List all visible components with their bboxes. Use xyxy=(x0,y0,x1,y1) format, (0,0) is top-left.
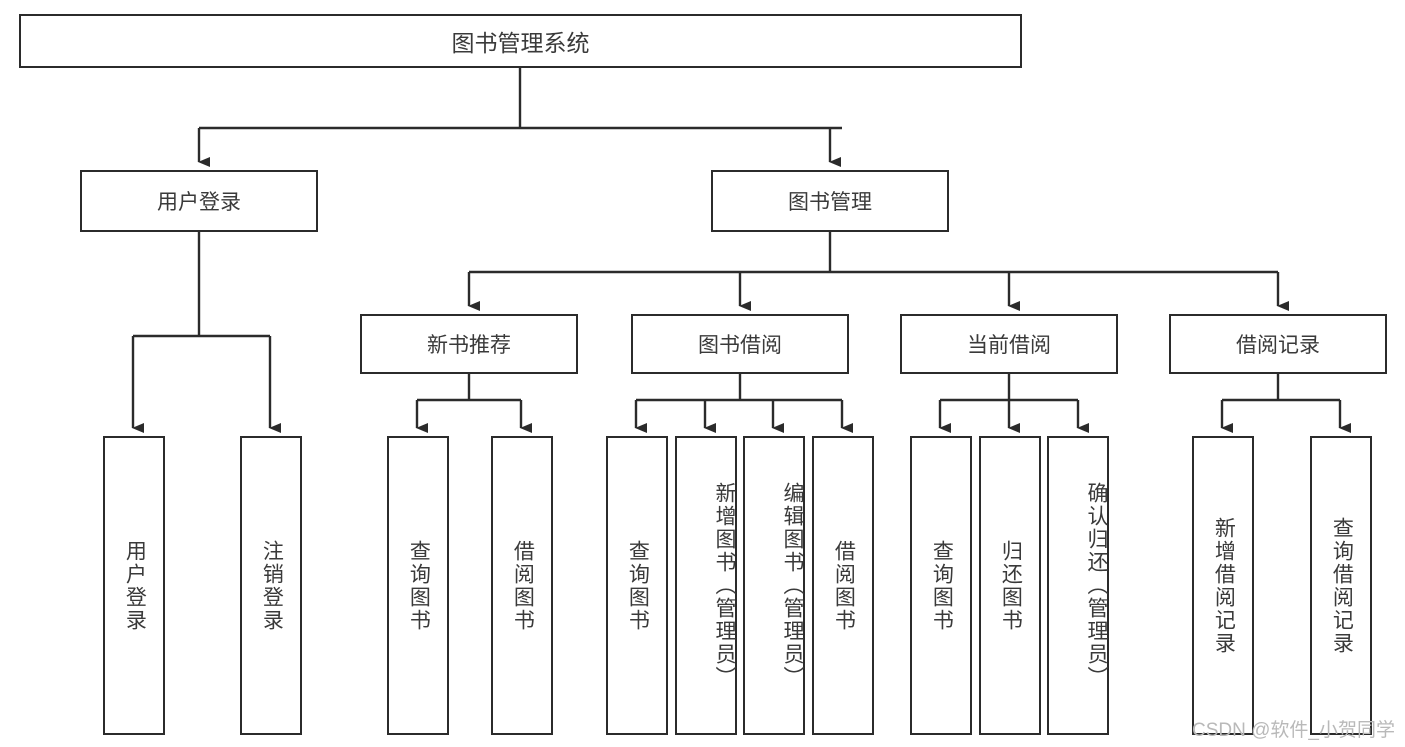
node-leaf-query-book-2[interactable]: 查询图书 xyxy=(606,436,668,735)
node-leaf-borrow-book-2[interactable]: 借阅图书 xyxy=(812,436,874,735)
node-leaf-query-book-1-label: 查询图书 xyxy=(407,539,431,632)
node-root[interactable]: 图书管理系统 xyxy=(19,14,1022,68)
node-leaf-query-book-3-label: 查询图书 xyxy=(930,539,954,632)
node-leaf-add-record-label: 新增借阅记录 xyxy=(1212,516,1236,655)
node-leaf-confirm-return[interactable]: 确认归还（管理员） xyxy=(1047,436,1109,735)
node-leaf-query-record[interactable]: 查询借阅记录 xyxy=(1310,436,1372,735)
node-current-borrow-label: 当前借阅 xyxy=(967,334,1051,357)
node-book-manage-label: 图书管理 xyxy=(788,191,872,214)
node-new-book-rec-label: 新书推荐 xyxy=(427,334,511,357)
node-book-borrow-label: 图书借阅 xyxy=(698,334,782,357)
node-leaf-add-book-label: 新增图书（管理员） xyxy=(713,482,736,689)
node-leaf-add-record[interactable]: 新增借阅记录 xyxy=(1192,436,1254,735)
node-leaf-edit-book[interactable]: 编辑图书（管理员） xyxy=(743,436,805,735)
node-root-label: 图书管理系统 xyxy=(451,30,590,56)
node-leaf-borrow-book-1[interactable]: 借阅图书 xyxy=(491,436,553,735)
node-borrow-record-label: 借阅记录 xyxy=(1236,334,1320,357)
node-leaf-user-login[interactable]: 用户登录 xyxy=(103,436,165,735)
node-leaf-query-book-3[interactable]: 查询图书 xyxy=(910,436,972,735)
node-leaf-user-logout-label: 注销登录 xyxy=(260,539,284,632)
node-leaf-query-record-label: 查询借阅记录 xyxy=(1330,516,1354,655)
node-borrow-record[interactable]: 借阅记录 xyxy=(1169,314,1387,374)
node-leaf-add-book[interactable]: 新增图书（管理员） xyxy=(675,436,737,735)
node-leaf-user-login-label: 用户登录 xyxy=(123,539,147,632)
node-leaf-return-book-label: 归还图书 xyxy=(999,539,1023,632)
node-leaf-confirm-return-label: 确认归还（管理员） xyxy=(1085,482,1108,689)
csdn-watermark: CSDN @软件_小贺同学 xyxy=(1192,720,1395,741)
node-leaf-borrow-book-1-label: 借阅图书 xyxy=(511,539,535,632)
node-book-manage[interactable]: 图书管理 xyxy=(711,170,949,232)
node-new-book-rec[interactable]: 新书推荐 xyxy=(360,314,578,374)
node-leaf-borrow-book-2-label: 借阅图书 xyxy=(832,539,856,632)
node-leaf-query-book-1[interactable]: 查询图书 xyxy=(387,436,449,735)
node-current-borrow[interactable]: 当前借阅 xyxy=(900,314,1118,374)
node-user-login[interactable]: 用户登录 xyxy=(80,170,318,232)
node-book-borrow[interactable]: 图书借阅 xyxy=(631,314,849,374)
node-leaf-user-logout[interactable]: 注销登录 xyxy=(240,436,302,735)
node-leaf-query-book-2-label: 查询图书 xyxy=(626,539,650,632)
node-leaf-return-book[interactable]: 归还图书 xyxy=(979,436,1041,735)
node-leaf-edit-book-label: 编辑图书（管理员） xyxy=(781,482,804,689)
node-user-login-label: 用户登录 xyxy=(157,191,241,214)
